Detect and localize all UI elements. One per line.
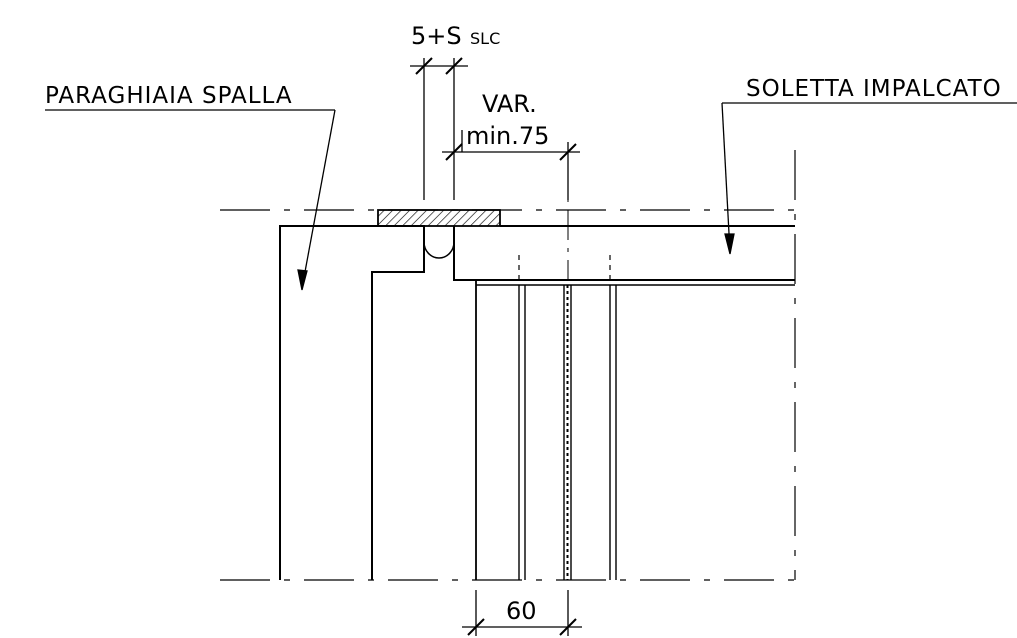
label-abutment: PARAGHIAIA SPALLA — [45, 83, 293, 109]
joint-seal — [423, 226, 455, 259]
abutment-backwall — [279, 225, 425, 580]
label-deck: SOLETTA IMPALCATO — [746, 76, 1002, 102]
joint-cover-plate — [377, 209, 501, 227]
dimension-joint-gap-value: 5+S — [411, 22, 462, 50]
deck-slab — [453, 225, 795, 281]
dimension-variable-line1: VAR. — [482, 90, 537, 118]
dimension-variable — [442, 130, 580, 200]
stiffener-center — [563, 285, 572, 580]
dimension-joint-gap-subscript: SLC — [470, 29, 500, 48]
dimension-bottom-value: 60 — [506, 597, 537, 625]
stiffener-welds — [518, 255, 611, 285]
leader-deck — [721, 102, 1017, 255]
dimension-joint-gap — [410, 57, 468, 200]
dimension-bottom — [462, 590, 582, 636]
leader-abutment — [45, 109, 336, 291]
stiffener-left — [518, 285, 526, 580]
dimension-variable-line2: min.75 — [466, 122, 549, 150]
stiffener-right — [609, 285, 617, 580]
